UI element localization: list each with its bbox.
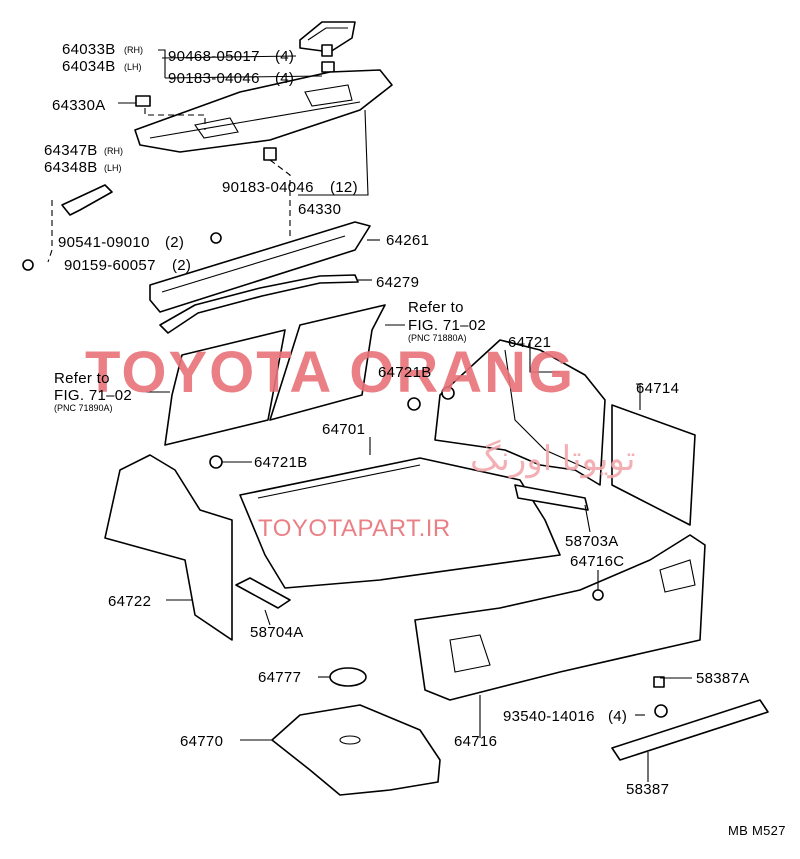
speaker-cover-part — [299, 21, 356, 53]
part-labels: 64033B (RH) 64034B (LH) 90468-05017 (4) … — [44, 41, 786, 838]
label-58703a: 58703A — [565, 533, 619, 550]
label-pnc-71880a: (PNC 71880A) — [408, 333, 467, 343]
label-64777: 64777 — [258, 669, 301, 686]
label-64279: 64279 — [376, 274, 419, 291]
label-64330a: 64330A — [52, 97, 106, 114]
svg-text:(2): (2) — [165, 234, 184, 251]
bracket-58704a — [235, 577, 291, 609]
clip-part — [592, 589, 604, 601]
trunk-lining-group — [104, 304, 769, 796]
scuff-plate-part — [611, 699, 769, 761]
side-trim-left — [104, 454, 233, 641]
label-64721: 64721 — [508, 334, 551, 351]
watermark-brand: TOYOTA ORANG — [85, 340, 575, 405]
watermark-persian: تویوتا اورنگ — [470, 439, 636, 479]
side-panel-right — [269, 304, 386, 421]
screw-part — [210, 232, 222, 244]
label-64348b: 64348B — [44, 159, 98, 176]
clip-part — [407, 397, 421, 411]
label-64033b: 64033B — [62, 41, 116, 58]
svg-text:(RH): (RH) — [124, 45, 143, 55]
label-90183-04046: 90183-04046 — [168, 70, 260, 87]
label-93540-14016: 93540-14016 — [503, 708, 595, 725]
diagram-code: MB M527 — [728, 823, 786, 838]
svg-text:(2): (2) — [172, 257, 191, 274]
bracket-58703a — [514, 484, 589, 511]
leader-lines — [118, 49, 692, 782]
label-64716c: 64716C — [570, 553, 624, 570]
label-64034b: 64034B — [62, 58, 116, 75]
grommet-part — [135, 95, 151, 107]
label-90468-05017: 90468-05017 — [168, 48, 260, 65]
retainer-part — [149, 221, 371, 313]
clip-part — [653, 676, 665, 688]
label-90541-09010: 90541-09010 — [58, 234, 150, 251]
screw-part — [22, 259, 34, 271]
floor-mat-part — [239, 457, 561, 589]
label-refer-to-1: Refer to — [408, 299, 464, 316]
label-refer-to-2: Refer to — [54, 370, 110, 387]
svg-text:(4): (4) — [275, 48, 294, 65]
label-fig-71-02-a: FIG. 71–02 — [408, 317, 486, 334]
svg-text:(RH): (RH) — [104, 146, 123, 156]
side-trim-right — [434, 339, 606, 486]
label-64721b-mid: 64721B — [254, 454, 308, 471]
label-pnc-71890a: (PNC 71890A) — [54, 403, 113, 413]
spacer-part — [329, 667, 367, 687]
label-64722: 64722 — [108, 593, 151, 610]
weatherstrip-part — [159, 274, 359, 334]
watermark: TOYOTA ORANG TOYOTAPART.IR تویوتا اورنگ — [85, 340, 636, 542]
label-64770: 64770 — [180, 733, 223, 750]
label-90183-04046-b: 90183-04046 — [222, 179, 314, 196]
label-58387a: 58387A — [696, 670, 750, 687]
label-90159-60057: 90159-60057 — [64, 257, 156, 274]
package-tray-group — [22, 21, 393, 334]
label-58704a: 58704A — [250, 624, 304, 641]
label-64716: 64716 — [454, 733, 497, 750]
svg-text:(LH): (LH) — [104, 163, 122, 173]
label-64261: 64261 — [386, 232, 429, 249]
label-64721b-top: 64721B — [378, 364, 432, 381]
svg-text:(4): (4) — [608, 708, 627, 725]
svg-text:(12): (12) — [330, 179, 358, 196]
svg-text:(LH): (LH) — [124, 62, 142, 72]
label-64714: 64714 — [636, 380, 679, 397]
clip-part — [321, 61, 335, 73]
label-64330: 64330 — [298, 201, 341, 218]
side-panel-left — [164, 329, 286, 446]
watermark-url: TOYOTAPART.IR — [258, 515, 451, 542]
label-64701: 64701 — [322, 421, 365, 438]
bracket-part — [61, 184, 113, 216]
svg-text:(4): (4) — [275, 70, 294, 87]
label-fig-71-02-b: FIG. 71–02 — [54, 387, 132, 404]
spare-tire-cover — [271, 704, 441, 796]
clip-part — [654, 704, 668, 718]
clip-part — [321, 44, 333, 57]
wheelhouse-cover-part — [611, 404, 696, 526]
label-64347b: 64347B — [44, 142, 98, 159]
label-58387: 58387 — [626, 781, 669, 798]
